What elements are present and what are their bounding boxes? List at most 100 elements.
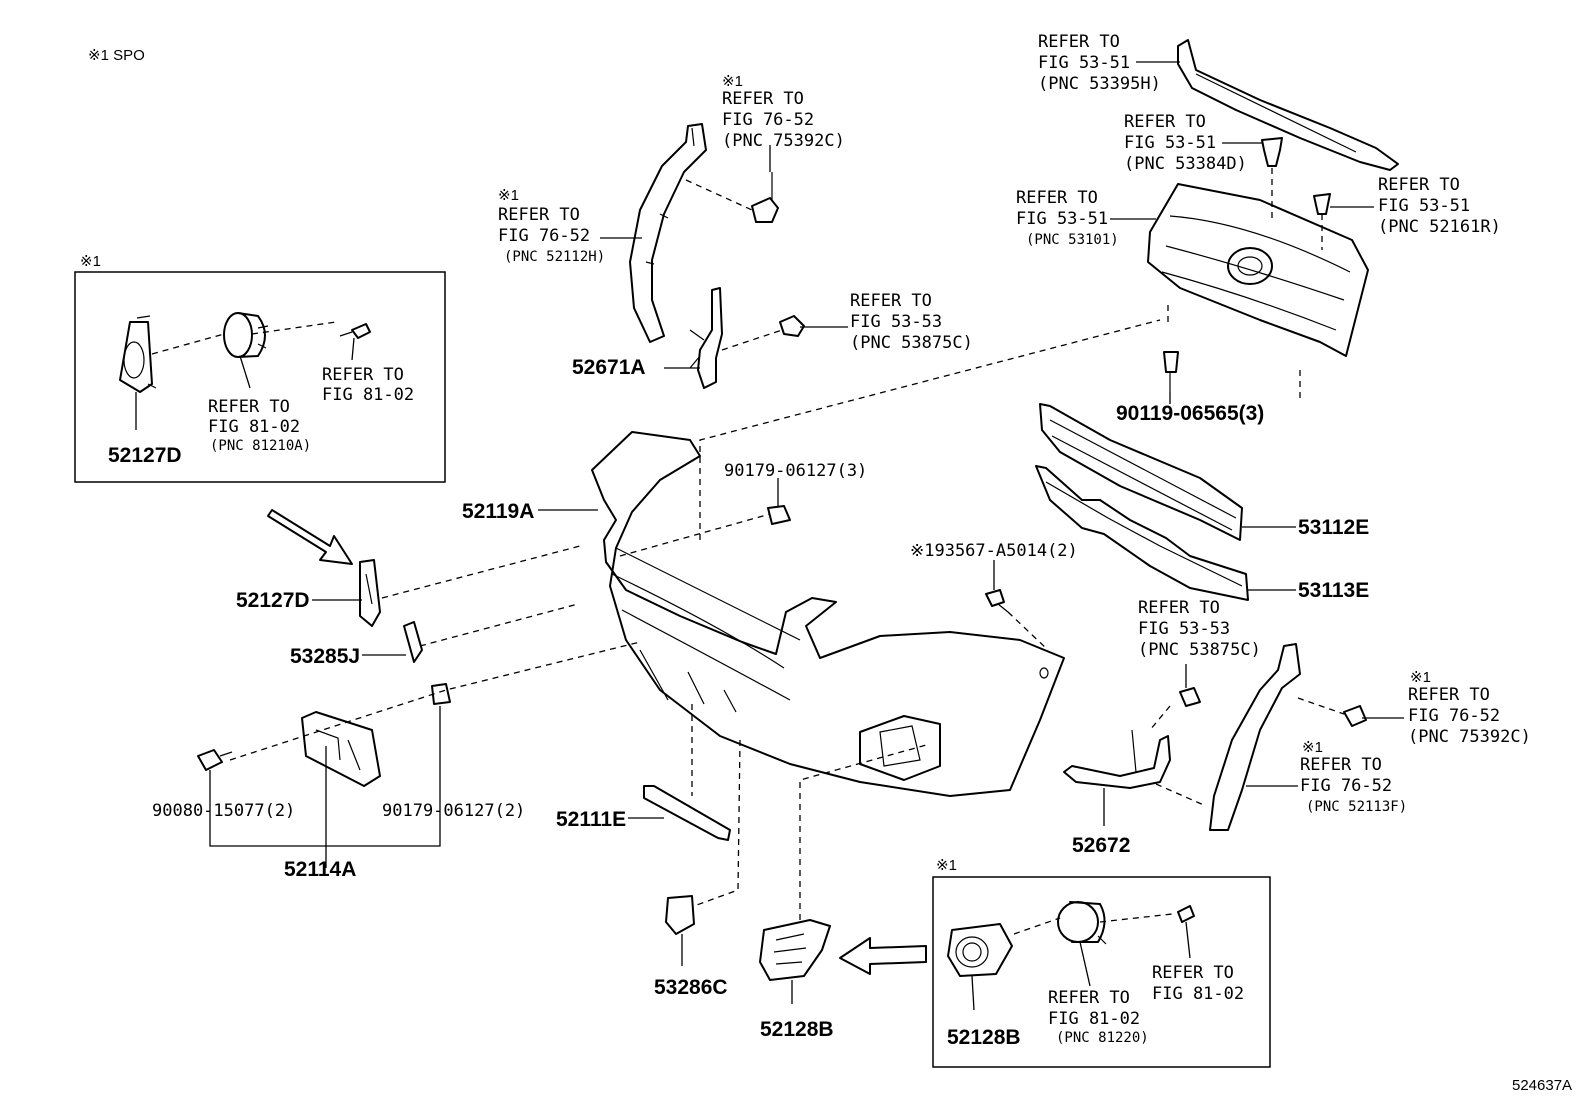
- part-number-52672[interactable]: 52672: [1072, 834, 1130, 857]
- svg-text:REFER TO: REFER TO: [1300, 755, 1382, 775]
- ref-81220[interactable]: REFER TO FIG 81-02 (PNC 81220): [1048, 988, 1149, 1046]
- inset-left-guide-line: [151, 321, 337, 355]
- fog-lamp-cover-left-drawing: [119, 315, 157, 393]
- clip-90179-bottom-drawing: [431, 683, 451, 705]
- svg-text:(PNC 52112H): (PNC 52112H): [504, 249, 605, 265]
- guide-line-52113f: [1297, 697, 1345, 715]
- guide-line-90179-top: [619, 513, 771, 557]
- fog-lamp-cover-right-drawing: [947, 923, 1013, 977]
- guide-line-52671a: [721, 329, 783, 351]
- svg-text:REFER TO: REFER TO: [1038, 32, 1120, 52]
- guide-line-52128b: [799, 743, 931, 920]
- part-number-53285j[interactable]: 53285J: [290, 645, 360, 668]
- svg-text:REFER TO: REFER TO: [1138, 598, 1220, 618]
- svg-text:(PNC 53395H): (PNC 53395H): [1038, 74, 1161, 94]
- ref-81210a[interactable]: REFER TO FIG 81-02 (PNC 81210A): [208, 397, 311, 454]
- ref-53384d[interactable]: REFER TO FIG 53-51 (PNC 53384D): [1124, 112, 1247, 174]
- svg-text:REFER TO: REFER TO: [850, 291, 932, 311]
- ref-81-02-left-bolt[interactable]: REFER TO FIG 81-02: [322, 365, 414, 405]
- part-number-93567[interactable]: ※193567-A5014(2): [910, 541, 1078, 561]
- radiator-grille-53101-drawing: [1147, 183, 1369, 357]
- svg-text:FIG 81-02: FIG 81-02: [1152, 984, 1244, 1004]
- ref-52161r[interactable]: REFER TO FIG 53-51 (PNC 52161R): [1378, 175, 1501, 237]
- part-number-52128b[interactable]: 52128B: [760, 1018, 834, 1041]
- svg-text:FIG 81-02: FIG 81-02: [208, 417, 300, 437]
- part-number-90179-bottom[interactable]: 90179-06127(2): [382, 801, 525, 821]
- svg-text:REFER TO: REFER TO: [1408, 685, 1490, 705]
- part-number-52127d-inset[interactable]: 52127D: [108, 444, 182, 467]
- lower-grille-53113e-drawing: [1035, 465, 1249, 601]
- svg-text:FIG 53-51: FIG 53-51: [1038, 53, 1130, 73]
- inset-right-guide-line: [1013, 913, 1173, 935]
- ref-81-02-right-bolt[interactable]: REFER TO FIG 81-02: [1152, 963, 1244, 1004]
- ref-75392c-top[interactable]: REFER TO FIG 76-52 (PNC 75392C): [722, 89, 845, 151]
- inset-right-mark: ※1: [936, 857, 957, 874]
- leader-81210a: [239, 355, 251, 389]
- part-number-90080[interactable]: 90080-15077(2): [152, 801, 295, 821]
- bracket-52671a-drawing: [689, 287, 723, 389]
- retainer-53875c-top-drawing: [779, 315, 805, 337]
- svg-text:(PNC 53875C): (PNC 53875C): [850, 333, 973, 353]
- svg-text:(PNC 81220): (PNC 81220): [1056, 1030, 1149, 1046]
- ref-53875c-top[interactable]: REFER TO FIG 53-53 (PNC 53875C): [850, 291, 973, 353]
- mark-52113f: ※1: [1302, 739, 1323, 756]
- ref-53395h[interactable]: REFER TO FIG 53-51 (PNC 53395H): [1038, 32, 1161, 94]
- spo-note: ※1 SPO: [88, 47, 145, 64]
- reinforcement-52111e-drawing: [643, 785, 731, 841]
- part-number-52671a[interactable]: 52671A: [572, 356, 646, 379]
- part-number-52128b-inset[interactable]: 52128B: [947, 1026, 1021, 1049]
- svg-text:(PNC 53101): (PNC 53101): [1026, 232, 1119, 248]
- svg-text:REFER TO: REFER TO: [498, 205, 580, 225]
- part-number-52127d[interactable]: 52127D: [236, 589, 310, 612]
- part-number-53113e[interactable]: 53113E: [1298, 579, 1369, 602]
- svg-text:REFER TO: REFER TO: [1124, 112, 1206, 132]
- grille-guide-lines: [1167, 168, 1323, 400]
- svg-text:REFER TO: REFER TO: [322, 365, 404, 385]
- license-bracket-52114a-drawing: [301, 711, 381, 787]
- guide-line-52112h: [685, 179, 753, 211]
- leader-52128b-inset: [971, 975, 975, 1011]
- svg-text:FIG 53-51: FIG 53-51: [1124, 133, 1216, 153]
- part-number-53286c[interactable]: 53286C: [654, 976, 728, 999]
- svg-text:(PNC 75392C): (PNC 75392C): [1408, 727, 1531, 747]
- svg-text:REFER TO: REFER TO: [208, 397, 290, 417]
- svg-text:FIG 53-51: FIG 53-51: [1016, 209, 1108, 229]
- part-number-52114a[interactable]: 52114A: [284, 858, 356, 881]
- direction-arrow-left-icon: [267, 509, 353, 565]
- fog-cover-52128b-drawing: [759, 919, 831, 981]
- ref-75392c-right[interactable]: REFER TO FIG 76-52 (PNC 75392C): [1408, 685, 1531, 747]
- svg-text:FIG 76-52: FIG 76-52: [1300, 776, 1392, 796]
- part-number-52111e[interactable]: 52111E: [556, 808, 626, 831]
- inset-box-left: [74, 271, 446, 483]
- part-number-52119a[interactable]: 52119A: [462, 500, 534, 523]
- inset-box-right: [932, 876, 1271, 1068]
- ref-53875c-right[interactable]: REFER TO FIG 53-53 (PNC 53875C): [1138, 598, 1261, 660]
- direction-arrow-right-icon: [839, 937, 927, 975]
- svg-text:FIG 53-53: FIG 53-53: [1138, 619, 1230, 639]
- svg-text:(PNC 81210A): (PNC 81210A): [210, 438, 311, 454]
- ref-53101[interactable]: REFER TO FIG 53-51 (PNC 53101): [1016, 188, 1119, 248]
- fog-lamp-right-drawing: [1057, 901, 1107, 945]
- guide-line-53286c: [693, 739, 741, 907]
- svg-text:REFER TO: REFER TO: [722, 89, 804, 109]
- guide-line-bumper-grille: [699, 319, 1161, 540]
- guide-line-52672: [1149, 705, 1207, 807]
- svg-text:FIG 76-52: FIG 76-52: [1408, 706, 1500, 726]
- svg-text:(PNC 52113F): (PNC 52113F): [1306, 799, 1407, 815]
- fog-lamp-left-drawing: [223, 312, 269, 358]
- lower-grille-53112e-drawing: [1039, 403, 1243, 541]
- clip-75392c-right-drawing: [1343, 705, 1367, 727]
- ref-52113f[interactable]: REFER TO FIG 76-52 (PNC 52113F): [1300, 755, 1407, 815]
- part-number-90119[interactable]: 90119-06565(3): [1116, 402, 1264, 425]
- svg-text:(PNC 53875C): (PNC 53875C): [1138, 640, 1261, 660]
- fender-bracket-52113f-drawing: [1209, 643, 1301, 831]
- ref-52112h[interactable]: REFER TO FIG 76-52 (PNC 52112H): [498, 205, 605, 265]
- part-number-90179-top[interactable]: 90179-06127(3): [724, 461, 867, 481]
- bolt-90119-drawing: [1163, 351, 1179, 392]
- svg-text:(PNC 53384D): (PNC 53384D): [1124, 154, 1247, 174]
- mark-52112h: ※1: [498, 187, 519, 204]
- svg-text:FIG 81-02: FIG 81-02: [1048, 1009, 1140, 1029]
- bumper-cover-52119a-drawing: [591, 431, 1065, 797]
- svg-text:(PNC 52161R): (PNC 52161R): [1378, 217, 1501, 237]
- part-number-53112e[interactable]: 53112E: [1298, 516, 1369, 539]
